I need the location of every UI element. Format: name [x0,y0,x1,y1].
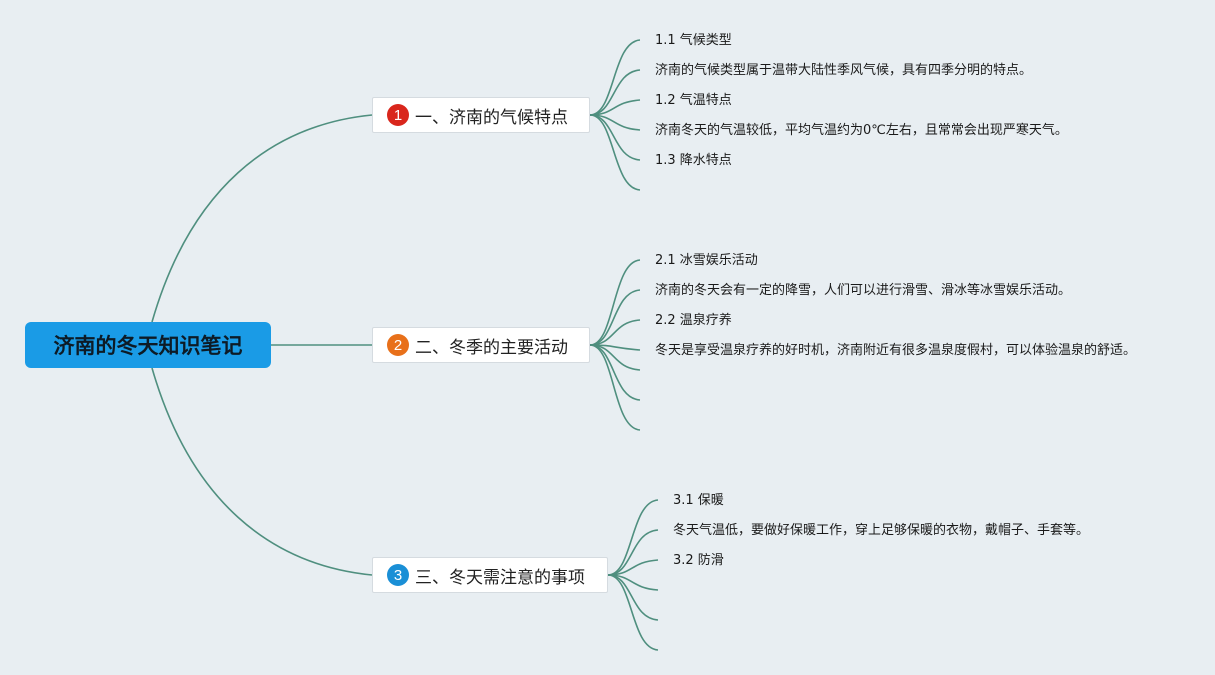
connector-b3-leaf-6 [607,574,659,651]
subtopic-1-1[interactable]: 1.1 气候类型 [655,33,732,48]
branch-topic-1-title: 一、济南的气候特点 [415,107,568,128]
connector-b1-leaf-1 [589,39,641,116]
branch-topic-2-title: 二、冬季的主要活动 [415,337,568,358]
subtopic-2-2-note[interactable]: 冬天是享受温泉疗养的好时机，济南附近有很多温泉度假村，可以体验温泉的舒适。 [655,343,1137,358]
connector-b3-leaf-1 [607,499,659,576]
branch-topic-1[interactable]: 1 一、济南的气候特点 [372,97,590,133]
branch-topic-3-title: 三、冬天需注意的事项 [415,567,585,588]
subtopic-3-1[interactable]: 3.1 保暖 [673,493,724,508]
number-badge-2-icon: 2 [387,334,409,356]
connector-root-branch-3 [151,367,373,576]
subtopic-2-1[interactable]: 2.1 冰雪娱乐活动 [655,253,758,268]
subtopic-1-2[interactable]: 1.2 气温特点 [655,93,732,108]
branch-topic-2[interactable]: 2 二、冬季的主要活动 [372,327,590,363]
connector-root-branch-1 [151,114,373,323]
connector-b3-leaf-2 [607,529,659,576]
number-badge-1-icon: 1 [387,104,409,126]
branch-topic-3[interactable]: 3 三、冬天需注意的事项 [372,557,608,593]
connector-b2-leaf-1 [589,259,641,346]
subtopic-1-2-note[interactable]: 济南冬天的气温较低，平均气温约为0℃左右，且常常会出现严寒天气。 [655,123,1068,138]
connector-b1-leaf-2 [589,69,641,116]
subtopic-1-1-note[interactable]: 济南的气候类型属于温带大陆性季风气候，具有四季分明的特点。 [655,63,1033,78]
root-topic-title: 济南的冬天知识笔记 [53,334,243,358]
subtopic-2-1-note[interactable]: 济南的冬天会有一定的降雪，人们可以进行滑雪、滑冰等冰雪娱乐活动。 [655,283,1072,298]
connector-b2-leaf-2 [589,289,641,346]
root-topic[interactable]: 济南的冬天知识笔记 [25,322,271,368]
connector-b1-leaf-6 [589,114,641,191]
subtopic-2-2[interactable]: 2.2 温泉疗养 [655,313,732,328]
subtopic-3-2[interactable]: 3.2 防滑 [673,553,724,568]
number-badge-3-icon: 3 [387,564,409,586]
connector-b2-leaf-7 [589,344,641,431]
subtopic-3-1-note[interactable]: 冬天气温低，要做好保暖工作，穿上足够保暖的衣物，戴帽子、手套等。 [673,523,1090,538]
subtopic-1-3[interactable]: 1.3 降水特点 [655,153,732,168]
